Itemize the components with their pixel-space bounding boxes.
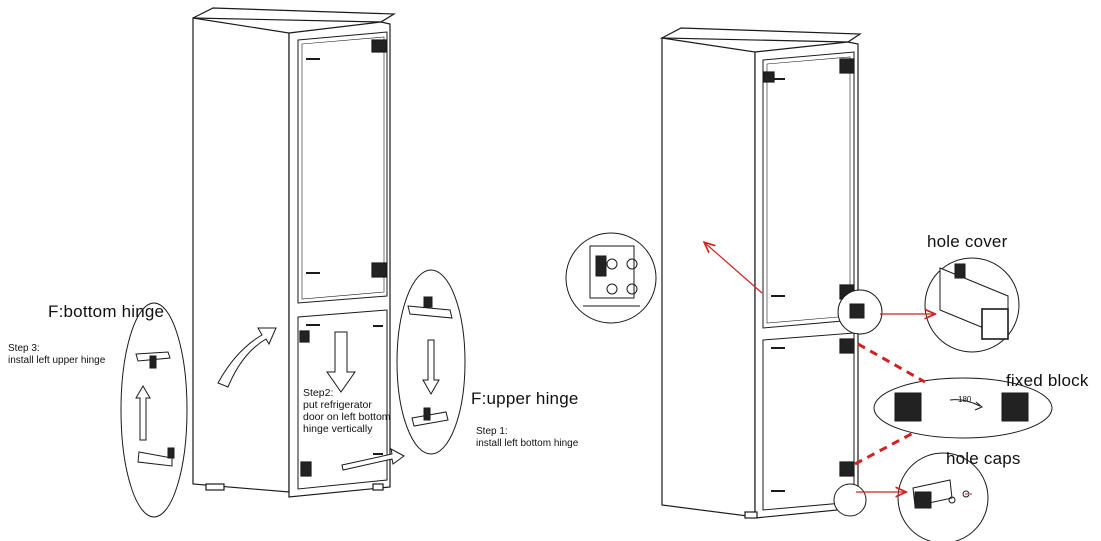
step1-line2: install left bottom hinge (476, 437, 579, 449)
step2-line4: hinge vertically (303, 423, 373, 436)
step2-text: Step2: put refrigerator door on left bot… (303, 387, 391, 435)
fixed-block-ellipse (873, 377, 1053, 439)
step2-line1: Step2: (303, 387, 334, 399)
bottom-hinge-detail (120, 302, 188, 518)
hole-caps-circle (833, 452, 989, 541)
hole-cover-label: hole cover (927, 232, 1008, 251)
hole-caps-label: hole caps (946, 449, 1021, 468)
small-hinge-circle (837, 289, 883, 335)
step2-line3: door on left bottom (303, 411, 391, 424)
upper-hinge-title: F:upper hinge (471, 389, 579, 408)
red-guide-lines (705, 243, 972, 494)
step1-text: Step 1: install left bottom hinge (476, 426, 578, 449)
step2-line2: put refrigerator (303, 399, 372, 412)
step1-line1: Step 1: (476, 426, 508, 437)
right-refrigerator (659, 27, 862, 519)
bottom-hinge-title: F:bottom hinge (48, 302, 165, 321)
left-refrigerator (192, 7, 397, 498)
fixed-block-label: fixed block (1006, 371, 1089, 390)
step3-line1: Step 3: (8, 343, 40, 354)
left-fridge-arrows (217, 327, 405, 471)
hinge-zoom-circle (565, 232, 657, 324)
rotation-label: 180 (958, 395, 972, 404)
hole-cover-circle (924, 257, 1020, 353)
step3-text: Step 3: install left upper hinge (8, 343, 105, 366)
upper-hinge-detail (396, 269, 466, 455)
step3-line2: install left upper hinge (8, 354, 106, 366)
